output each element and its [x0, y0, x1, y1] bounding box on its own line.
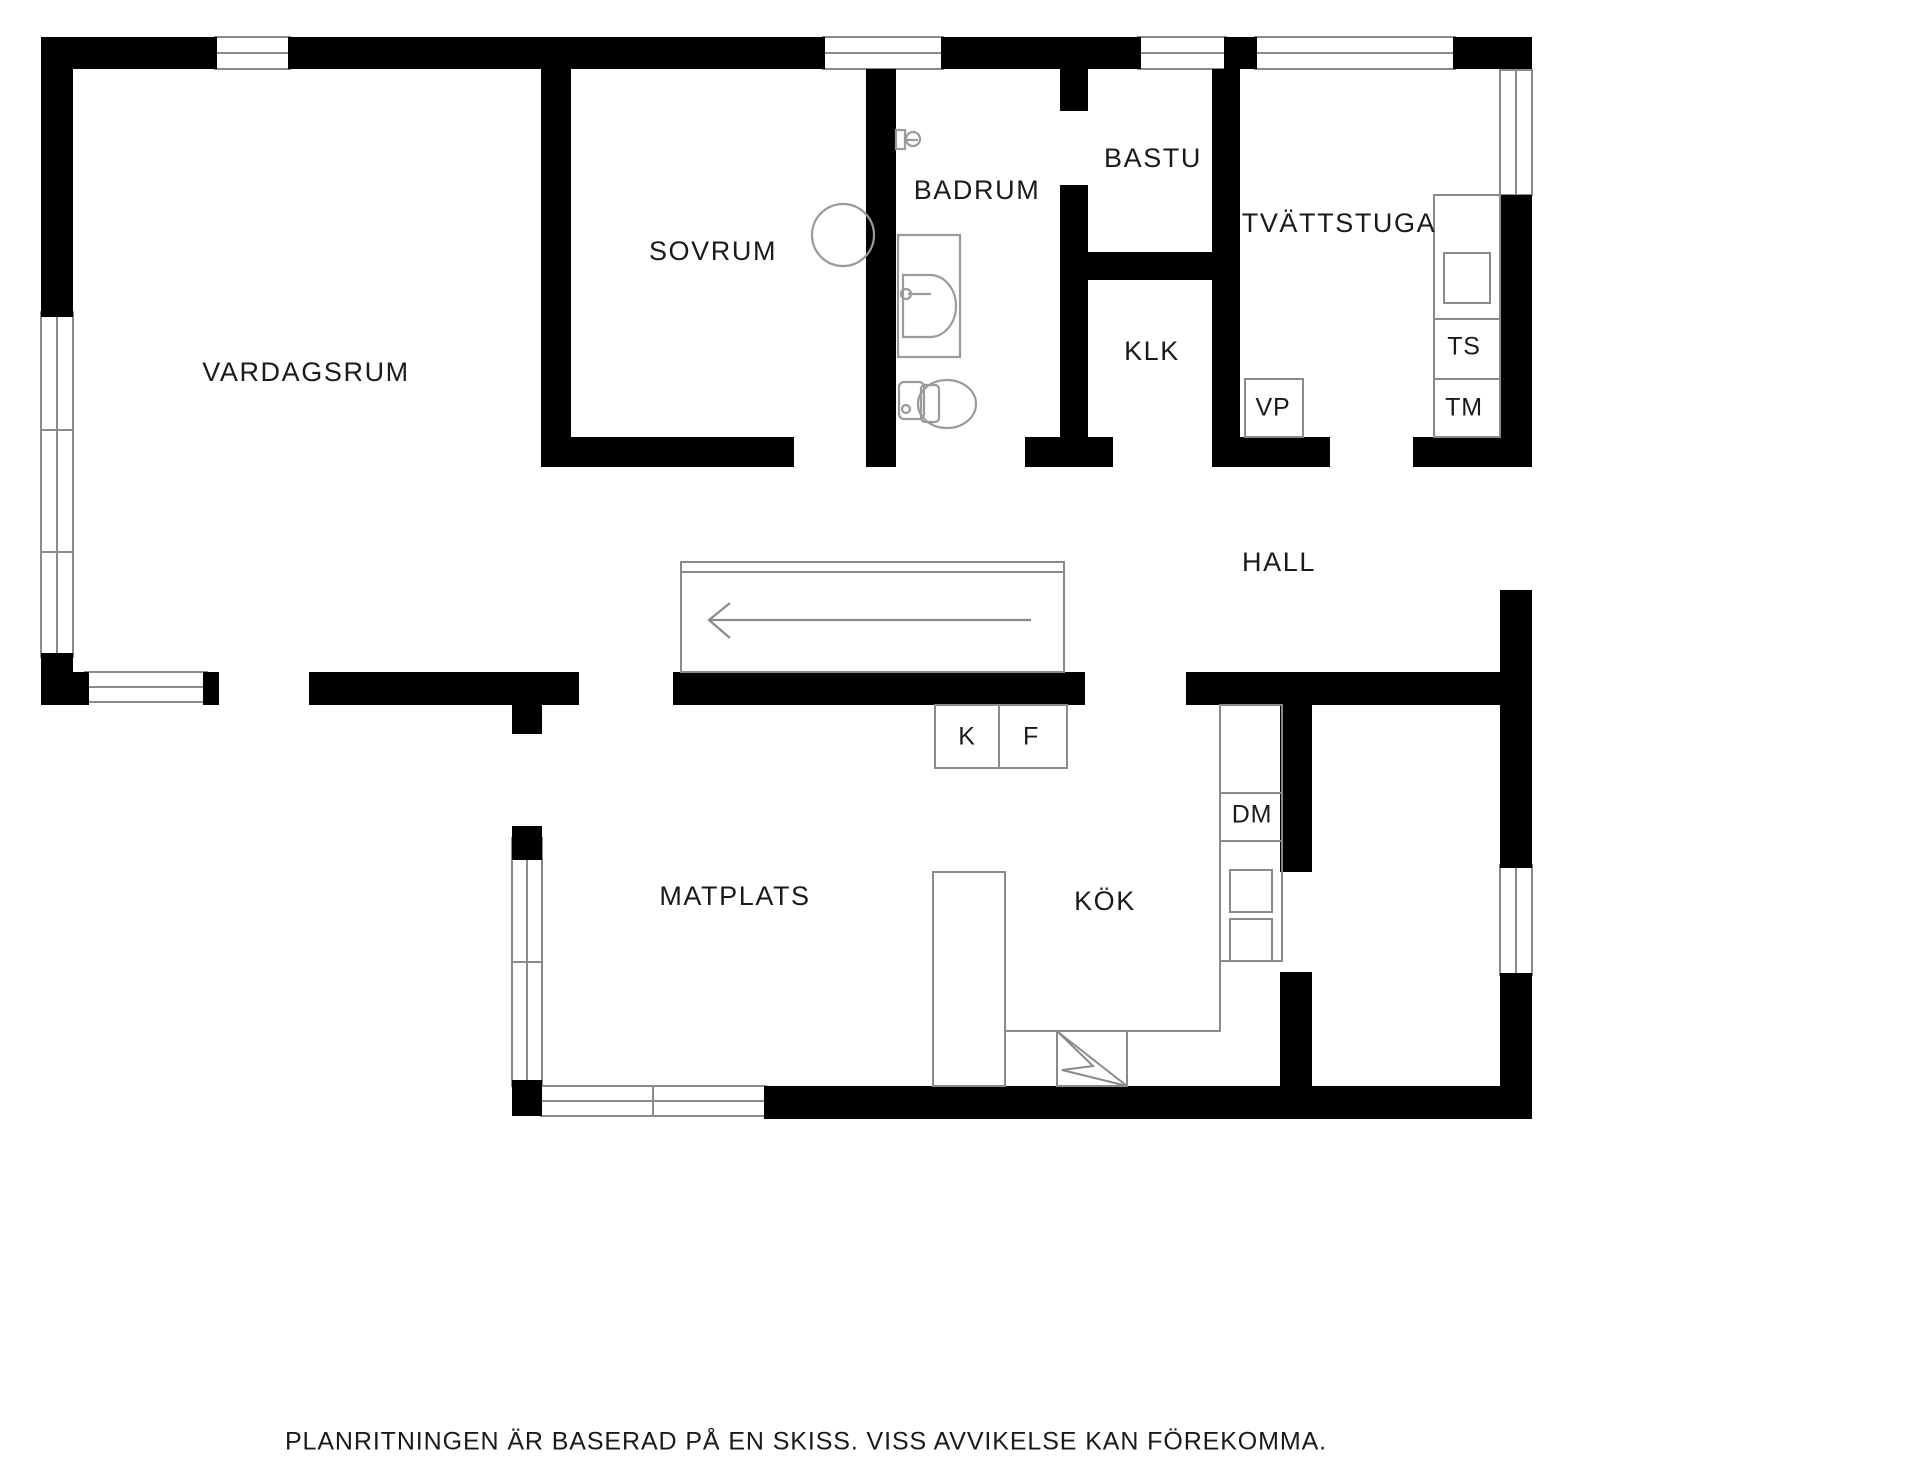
appliance-label-dm: DM: [1232, 801, 1272, 829]
wall-top-e: [1453, 37, 1532, 69]
appliance-label-vp: VP: [1256, 394, 1291, 422]
disclaimer-caption: PLANRITNINGEN ÄR BASERAD PÅ EN SKISS. VI…: [285, 1426, 1327, 1456]
room-label-kok: KÖK: [1074, 886, 1136, 916]
room-label-vardagsrum: VARDAGSRUM: [202, 357, 410, 387]
kitchen-hob-icon: [1057, 1031, 1128, 1087]
wall-vert-stub-2: [512, 826, 542, 860]
bathroom-sink-icon: [896, 233, 962, 359]
appliance-label-k: K: [958, 723, 975, 751]
room-label-badrum: BADRUM: [914, 175, 1041, 205]
appliance-vp-box: [1244, 378, 1304, 438]
wall-klk-right: [1212, 69, 1240, 467]
kitchen-fridge-freezer: [934, 704, 1068, 769]
wall-right-mid: [1500, 590, 1532, 868]
appliance-f-box: [998, 704, 1068, 769]
wall-kok-right-1: [1280, 672, 1312, 872]
direction-arrow-icon: [680, 561, 1065, 673]
room-label-group: VARDAGSRUM SOVRUM BADRUM BASTU KLK TVÄTT…: [202, 143, 1437, 916]
wall-right-upper: [1500, 195, 1532, 457]
kitchen-hob-box: [1056, 1030, 1128, 1087]
bathroom-fixtures: [810, 128, 978, 430]
wall-vert-stub-1: [512, 672, 542, 734]
kitchen-island-left: [932, 871, 1006, 1087]
wall-bottom-main: [764, 1086, 1312, 1119]
window-group-mid-left: [511, 837, 543, 1087]
wall-bottom-stub: [203, 672, 219, 705]
room-label-bastu: BASTU: [1104, 143, 1202, 173]
wall-badrum-stub-top: [1060, 69, 1088, 111]
wall-bastu-bottom: [1060, 252, 1240, 280]
appliance-label-f: F: [1023, 723, 1039, 751]
appliance-label-group: TS TM VP K F DM: [958, 333, 1483, 829]
shower-head-icon: [894, 128, 922, 151]
wall-left-upper: [41, 37, 73, 317]
appliance-label-tm: TM: [1445, 394, 1483, 422]
window-group-bottom: [84, 671, 767, 1117]
toilet-icon: [897, 378, 978, 430]
wall-vert-stub-3: [512, 1080, 542, 1116]
kitchen-sink-bowl-2: [1229, 918, 1273, 962]
wall-tvattstuga-bottom: [1413, 437, 1532, 467]
wall-sovrum-bottom: [541, 437, 794, 467]
wall-bottomleft-corner: [41, 672, 89, 705]
wall-top-c: [941, 37, 1141, 69]
wall-badrum-left: [866, 69, 896, 454]
wall-kitchen-top-left: [673, 672, 1085, 705]
room-label-matplats: MATPLATS: [659, 881, 810, 911]
round-fixture-icon: [810, 202, 876, 268]
wall-kok-right-2: [1280, 972, 1312, 1119]
laundry-appliances: [1244, 194, 1501, 438]
wall-bastu-left: [1060, 185, 1088, 467]
kitchen-sink-bowl-1: [1229, 869, 1273, 913]
appliance-label-ts: TS: [1447, 333, 1481, 361]
window-group-left: [40, 311, 74, 658]
wall-hall-bottom: [1186, 672, 1532, 705]
room-label-klk: KLK: [1124, 336, 1180, 366]
wall-sovrum-left: [541, 69, 571, 454]
wall-bottom-right: [1280, 1086, 1532, 1119]
room-label-tvattstuga: TVÄTTSTUGA: [1242, 208, 1437, 238]
appliance-tm-box: [1433, 378, 1501, 438]
wall-badrum-corner: [866, 437, 896, 467]
wall-top-b: [288, 37, 825, 69]
room-label-hall: HALL: [1242, 547, 1316, 577]
kitchen-island-group: [932, 871, 1221, 1087]
wall-top-d: [1224, 37, 1257, 69]
room-label-sovrum: SOVRUM: [649, 236, 777, 266]
wall-group: [41, 37, 1532, 1119]
wall-klk-bottom: [1212, 437, 1330, 467]
laundry-basin: [1443, 252, 1491, 304]
